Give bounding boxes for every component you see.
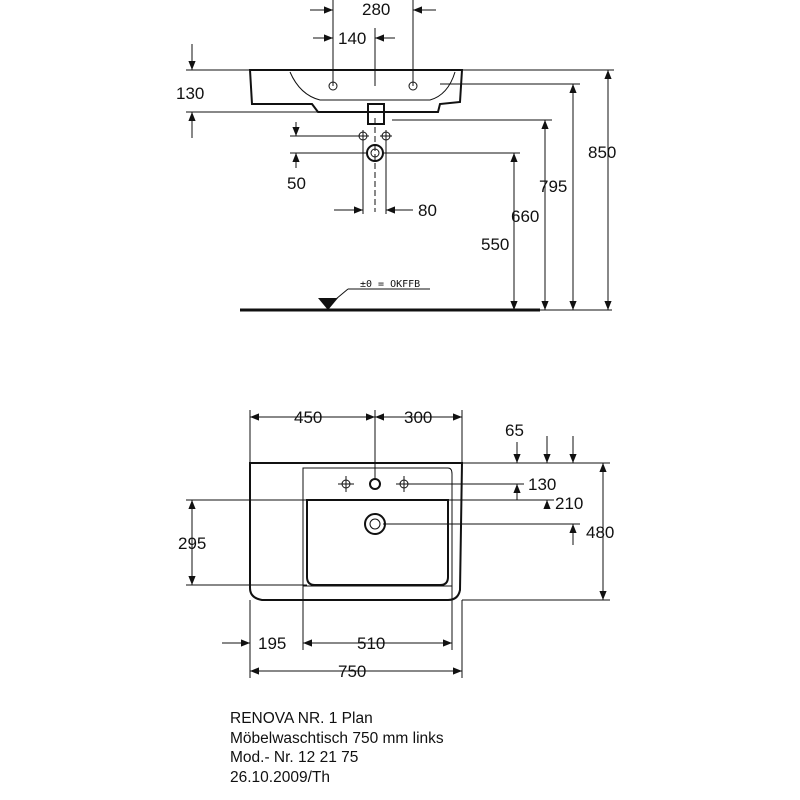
dim-550: 550 [481,235,509,254]
floor-level-label: ±0 = OKFFB [360,279,420,290]
dim-480: 480 [586,523,614,542]
dim-65: 65 [505,421,524,440]
basin-side-profile [248,69,464,113]
tap-hole-right-top [396,476,412,492]
caption-date: 26.10.2009/Th [230,768,330,786]
dim-195: 195 [258,634,286,653]
dim-140: 140 [338,29,366,48]
dim-130-top: 130 [528,475,556,494]
top-view: 450 300 65 130 210 480 295 1 [178,408,614,681]
wall-connection-left [357,130,369,142]
dim-280: 280 [362,0,390,19]
siphon-block [367,103,385,125]
tap-hole-left-top [338,476,354,492]
dim-300: 300 [404,408,432,427]
dim-80: 80 [418,201,437,220]
side-view: 280 140 130 50 80 550 660 795 [176,0,616,312]
caption-model-number: Mod.- Nr. 12 21 75 [230,749,359,766]
caption-product-name: RENOVA NR. 1 Plan [230,710,373,727]
caption-description: Möbelwaschtisch 750 mm links [230,729,444,747]
basin-bowl [306,499,449,586]
dim-130-side: 130 [176,84,204,103]
dim-795: 795 [539,177,567,196]
tap-hole-center-top [369,478,381,490]
dim-450: 450 [294,408,322,427]
dim-295: 295 [178,534,206,553]
dim-50: 50 [287,174,306,193]
wall-connection-right [380,130,392,142]
dim-750: 750 [338,662,366,681]
basin-top-outline [249,462,464,601]
dim-850: 850 [588,143,616,162]
dim-510: 510 [357,634,385,653]
drain-top [364,513,386,535]
title-block: RENOVA NR. 1 Plan Möbelwaschtisch 750 mm… [230,709,444,787]
dim-660: 660 [511,207,539,226]
dim-210: 210 [555,494,583,513]
